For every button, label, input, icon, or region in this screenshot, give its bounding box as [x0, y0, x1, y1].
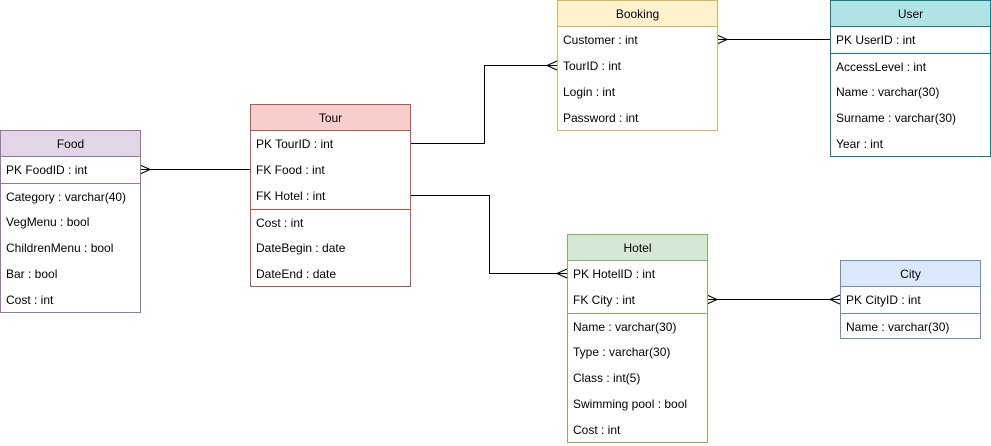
entity-hotel-field: Swimming pool : bool [573, 397, 688, 411]
entity-user-title: User [831, 1, 990, 27]
crowsfoot-city [829, 294, 841, 305]
entity-city-title: City [841, 261, 980, 287]
entity-hotel-field: Type : varchar(30) [573, 345, 671, 359]
entity-food-field: Bar : bool [6, 267, 58, 281]
entity-food-field: PK FoodID : int [6, 163, 88, 177]
entity-hotel-field: Name : varchar(30) [568, 313, 707, 339]
crowsfoot-hotel-city [706, 294, 718, 305]
entity-tour-field: FK Hotel : int [256, 189, 326, 203]
entity-hotel-field: FK City : int [573, 293, 636, 307]
entity-food-field: VegMenu : bool [6, 215, 90, 229]
entity-hotel-field: PK HotelID : int [573, 267, 656, 281]
entity-booking-field: Password : int [563, 111, 639, 125]
entity-booking-field: TourID : int [563, 59, 622, 73]
entity-user-field: PK UserID : int [836, 33, 916, 47]
edge-tour-food [139, 164, 250, 175]
entity-tour-title: Tour [251, 105, 410, 131]
edge-city-hotel [706, 294, 841, 305]
entity-food-title: Food [1, 131, 140, 157]
crowsfoot-booking [546, 60, 558, 71]
entity-city-field: Name : varchar(30) [841, 313, 980, 339]
entity-city-field: PK CityID : int [846, 293, 921, 307]
edge-tour-booking [410, 60, 558, 144]
entity-hotel-field: Cost : int [573, 423, 621, 437]
entity-tour-field: FK Food : int [256, 163, 325, 177]
entity-tour-field: PK TourID : int [256, 137, 334, 151]
entity-tour-field: Cost : int [251, 209, 410, 235]
entity-booking-title: Booking [558, 1, 717, 27]
crowsfoot-food [139, 164, 151, 175]
crowsfoot-hotel [556, 268, 568, 279]
entity-tour[interactable]: Tour PK TourID : int FK Food : int FK Hotel… [250, 104, 411, 287]
entity-tour-field: DateEnd : date [256, 267, 337, 281]
entity-booking-field: Login : int [563, 85, 616, 99]
entity-hotel-field: Class : int(5) [573, 371, 641, 385]
entity-user-field: Name : varchar(30) [836, 85, 940, 99]
crowsfoot-booking-customer [716, 34, 728, 45]
entity-tour-field: DateBegin : date [256, 241, 346, 255]
entity-food-field: ChildrenMenu : bool [6, 241, 114, 255]
entity-user-field: Year : int [836, 137, 883, 151]
entity-user-field: AccessLevel : int [831, 53, 990, 79]
entity-food-field: Cost : int [6, 293, 54, 307]
entity-food-field: Category : varchar(40) [1, 183, 140, 209]
entity-booking-field: Customer : int [563, 33, 638, 47]
edge-booking-user [716, 34, 830, 45]
entity-hotel-title: Hotel [568, 235, 707, 261]
entity-user-field: Surname : varchar(30) [836, 111, 957, 125]
edge-tour-hotel [410, 195, 568, 279]
